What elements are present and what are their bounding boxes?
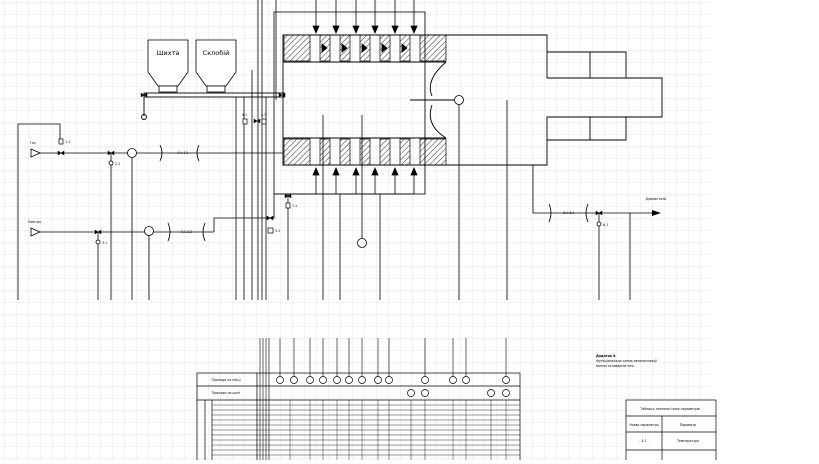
tag-top-left: 4-1 [242, 113, 247, 117]
tag-burner: 7-1 [292, 204, 297, 208]
tag-smoke-reg: 6-1 [603, 223, 608, 227]
tag-bunker-valve: 5-1 [275, 229, 280, 233]
title-block-col1: Назва параметра [629, 423, 658, 427]
smoke-arrow [652, 210, 661, 216]
notes-title: Додаток А [596, 354, 616, 358]
title-block [625, 399, 717, 463]
grid-background [0, 0, 710, 460]
actuators [58, 118, 291, 234]
notes-line-1: Функціональна схема автоматизації [596, 359, 657, 363]
table-row-panel: Прилади на щиті [212, 391, 241, 395]
title-block-cell1: - 4.1 - [639, 439, 648, 443]
bottom-burner-blocks [283, 138, 447, 166]
tag-top-right: 4-3 [261, 113, 266, 117]
bunker-right-label: Склобій [203, 49, 230, 57]
bunker-right [195, 39, 237, 93]
control-table-rows [212, 400, 520, 463]
smoke-line-code: 6.1-6.2 [563, 211, 574, 215]
gas-inlet-label: Газ [30, 141, 36, 145]
instrument-bubbles [95, 95, 602, 248]
tag-gas-reg: 2-1 [115, 162, 120, 166]
pipe-breaks [159, 144, 589, 242]
signal-lines-lower [259, 338, 507, 460]
notes-line-2: ванної скловарної печі [596, 364, 634, 368]
gas-line-code: 4.1-4.2 [177, 151, 188, 155]
table-row-field: Прилади на місці [212, 378, 241, 382]
tag-air-reg: 3-1 [102, 241, 107, 245]
title-block-col2: Параметр [680, 423, 697, 427]
bottom-feed-arrows [312, 166, 418, 194]
bunker-left [147, 39, 189, 93]
air-line-code: 3.1-3.2 [181, 230, 192, 234]
air-inlet-label: Повітря [28, 220, 41, 224]
table-instruments [276, 376, 510, 397]
process-lines [17, 0, 652, 300]
title-block-header: Таблиця технологічних параметрів [639, 407, 699, 411]
tag-gas-valve: 1-1 [65, 140, 70, 144]
valves [57, 92, 603, 235]
inlet-triangles [30, 148, 41, 237]
bunker-left-label: Шихта [157, 49, 180, 57]
smoke-outlet-label: Димові гази [646, 197, 666, 201]
top-feed-arrows [312, 0, 418, 53]
title-block-cell2: Температура [676, 439, 699, 443]
